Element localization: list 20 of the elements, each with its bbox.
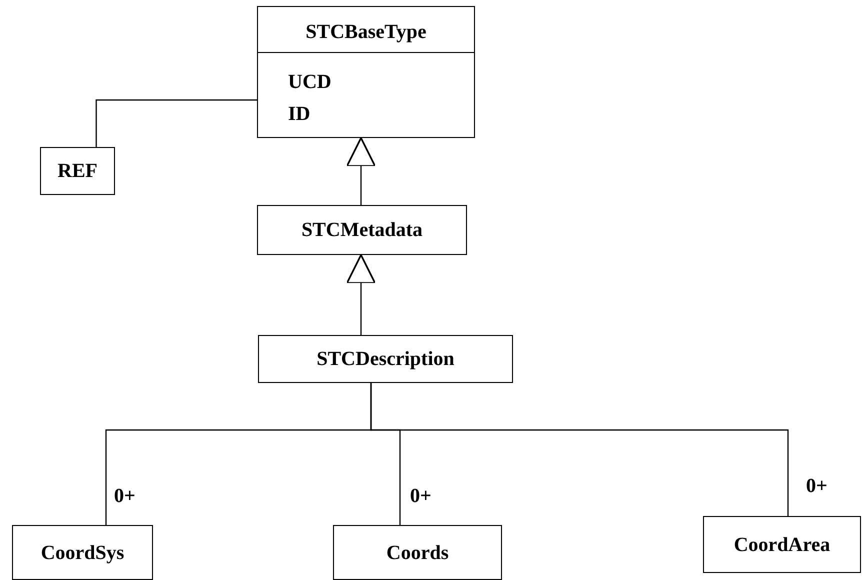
class-box xyxy=(333,525,502,580)
class-box xyxy=(703,516,861,573)
class-name: CoordSys xyxy=(40,540,124,566)
class-box xyxy=(258,335,513,383)
attribute-name: UCD xyxy=(288,70,332,95)
class-name: CoordArea xyxy=(734,532,830,558)
connector-line xyxy=(96,99,257,147)
class-box xyxy=(257,6,475,138)
class-name: STCBaseType xyxy=(304,20,428,45)
class-box xyxy=(257,205,467,255)
class-name: STCDescription xyxy=(316,347,454,372)
connector-line xyxy=(370,383,789,516)
class-box xyxy=(12,525,153,580)
class-box xyxy=(40,147,115,195)
class-name: STCMetadata xyxy=(301,218,423,243)
generalization-arrow xyxy=(346,137,376,205)
class-name: REF xyxy=(58,159,98,184)
class-name: Coords xyxy=(386,540,449,566)
attribute-name: ID xyxy=(288,102,310,127)
generalization-arrow xyxy=(346,254,376,335)
